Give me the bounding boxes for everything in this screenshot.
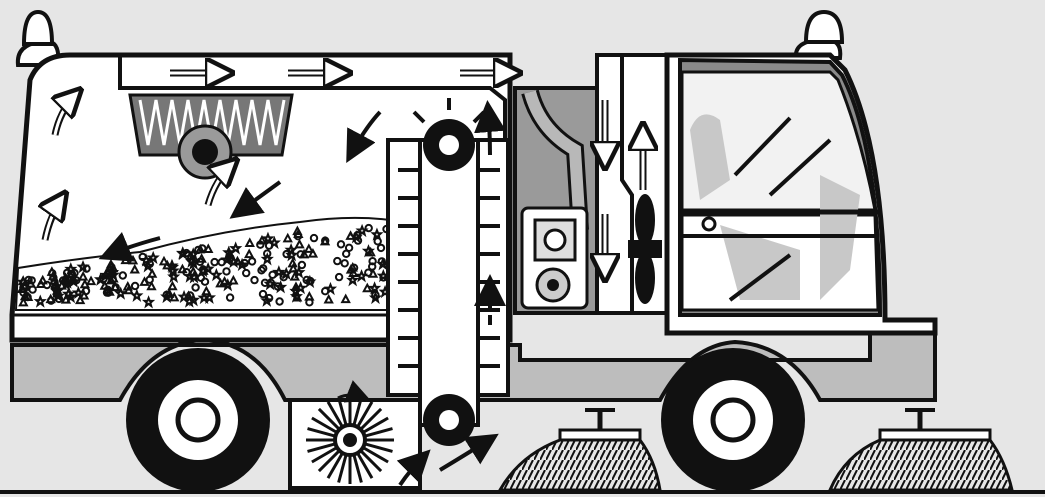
rear-wheel: [126, 348, 270, 492]
right-margin: [1045, 0, 1061, 497]
main-pickup-broom: [290, 396, 420, 488]
front-wheel: [661, 348, 805, 492]
engine: [522, 208, 587, 308]
